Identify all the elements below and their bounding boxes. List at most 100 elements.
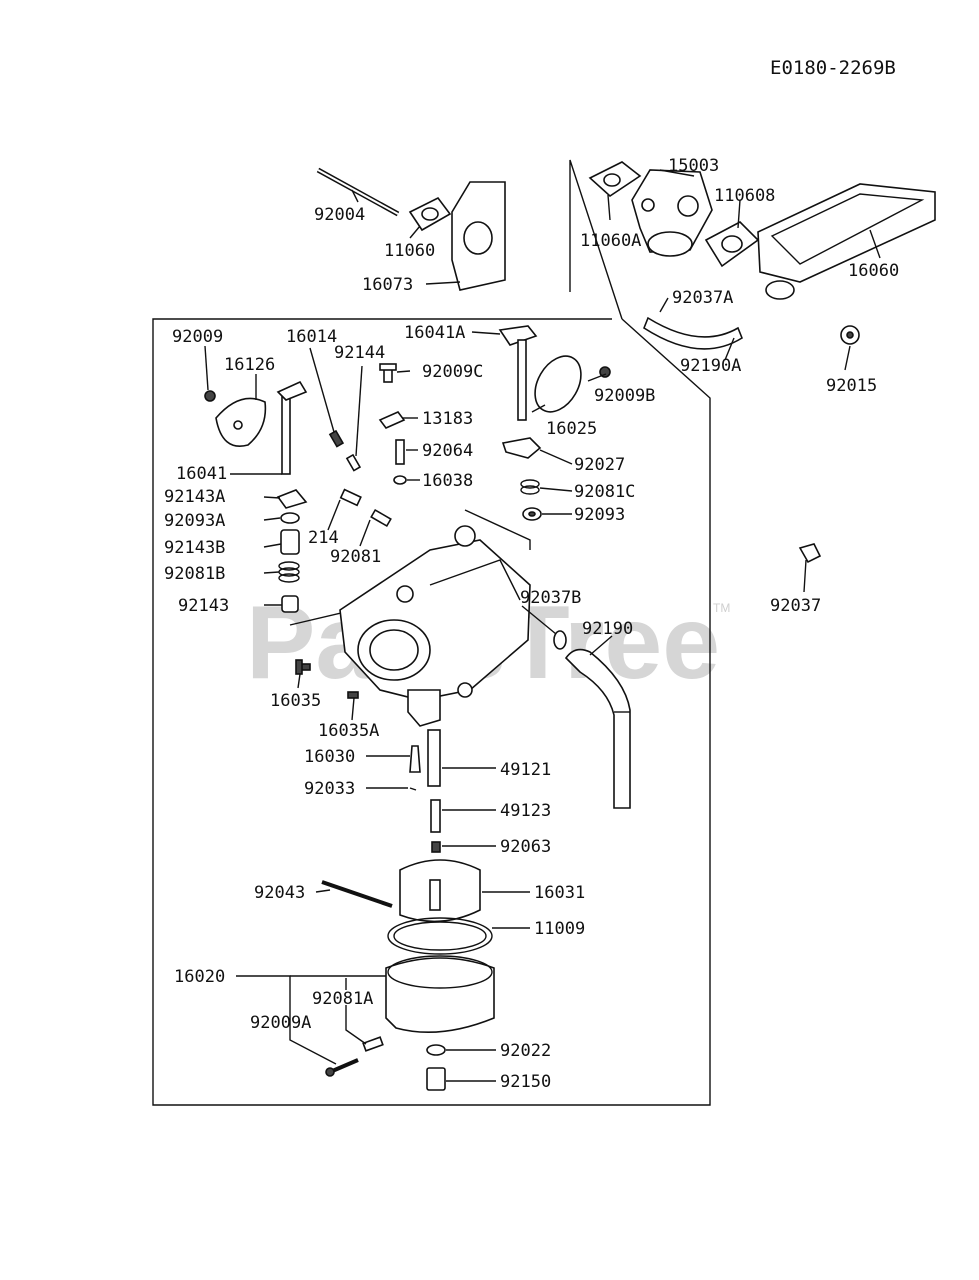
label-92063: 92063 bbox=[500, 837, 551, 857]
label-11009: 11009 bbox=[534, 919, 585, 939]
label-16038: 16038 bbox=[422, 471, 473, 491]
screw-16014 bbox=[328, 429, 345, 448]
main-jet-49123 bbox=[430, 799, 441, 833]
carburetor-body bbox=[339, 525, 531, 727]
screw-214 bbox=[339, 488, 362, 507]
watermark-trademark: TM bbox=[713, 601, 730, 615]
float-bowl-16020 bbox=[385, 955, 495, 1034]
label-16041A: 16041A bbox=[404, 323, 465, 343]
label-49123: 49123 bbox=[500, 801, 551, 821]
hose-92190 bbox=[564, 648, 631, 809]
pin-92043 bbox=[321, 880, 393, 908]
label-16030: 16030 bbox=[304, 747, 355, 767]
spring-92081B bbox=[278, 561, 300, 583]
label-92150: 92150 bbox=[500, 1072, 551, 1092]
jet-92063 bbox=[431, 841, 441, 853]
plug-92037B bbox=[553, 630, 567, 650]
emulsion-tube-49121 bbox=[427, 729, 441, 787]
lever-92027 bbox=[501, 437, 542, 459]
pin-92033 bbox=[409, 787, 417, 791]
lever-13183 bbox=[378, 411, 406, 429]
label-92027: 92027 bbox=[574, 455, 625, 475]
screw-92009B bbox=[599, 366, 611, 378]
o-ring-16038 bbox=[393, 475, 407, 485]
label-16025: 16025 bbox=[546, 419, 597, 439]
washer-92093 bbox=[522, 507, 542, 521]
jet-16030 bbox=[409, 745, 421, 773]
label-92143A: 92143A bbox=[164, 487, 225, 507]
label-92037B: 92037B bbox=[520, 588, 581, 608]
screw-16035 bbox=[295, 659, 311, 675]
label-92081B: 92081B bbox=[164, 564, 225, 584]
choke-group-outline bbox=[464, 509, 531, 550]
screw-92009C bbox=[379, 363, 397, 383]
choke-shaft-16041A bbox=[498, 325, 538, 421]
bolt-92150 bbox=[426, 1067, 446, 1091]
float-16031 bbox=[399, 859, 481, 923]
stud-bolt bbox=[316, 167, 400, 217]
label-92015: 92015 bbox=[826, 376, 877, 396]
label-11060A: 11060A bbox=[580, 231, 641, 251]
label-92037A: 92037A bbox=[672, 288, 733, 308]
label-92009B: 92009B bbox=[594, 386, 655, 406]
label-92093A: 92093A bbox=[164, 511, 225, 531]
label-92081: 92081 bbox=[330, 547, 381, 567]
label-92064: 92064 bbox=[422, 441, 473, 461]
label-92009C: 92009C bbox=[422, 362, 483, 382]
o-ring-11009 bbox=[387, 917, 493, 955]
spring-92081A bbox=[362, 1036, 384, 1052]
collar-92143 bbox=[281, 595, 299, 613]
label-16073: 16073 bbox=[362, 275, 413, 295]
label-92144: 92144 bbox=[334, 343, 385, 363]
label-92004: 92004 bbox=[314, 205, 365, 225]
label-214: 214 bbox=[308, 528, 339, 548]
label-15003: 15003 bbox=[668, 156, 719, 176]
label-92093: 92093 bbox=[574, 505, 625, 525]
spring-92081 bbox=[370, 508, 392, 528]
gasket-11060 bbox=[408, 196, 452, 232]
throttle-shaft-16041 bbox=[276, 380, 308, 475]
hose-92037A bbox=[643, 316, 743, 350]
choke-valve-16025 bbox=[534, 355, 582, 413]
upper-callout bbox=[569, 159, 623, 320]
label-92009: 92009 bbox=[172, 327, 223, 347]
carburetor-assembly-15003 bbox=[631, 169, 713, 257]
label-92022: 92022 bbox=[500, 1041, 551, 1061]
label-92081C: 92081C bbox=[574, 482, 635, 502]
label-16060: 16060 bbox=[848, 261, 899, 281]
label-16014: 16014 bbox=[286, 327, 337, 347]
label-92190A: 92190A bbox=[680, 356, 741, 376]
label-11060: 11060 bbox=[384, 241, 435, 261]
label-92043: 92043 bbox=[254, 883, 305, 903]
insulator-16073 bbox=[451, 181, 506, 291]
label-92033: 92033 bbox=[304, 779, 355, 799]
label-110608: 110608 bbox=[714, 186, 775, 206]
spring-92081C bbox=[520, 479, 540, 495]
label-92190: 92190 bbox=[582, 619, 633, 639]
gasket-92022 bbox=[426, 1044, 446, 1056]
leader-lines bbox=[204, 169, 881, 1082]
label-13183: 13183 bbox=[422, 409, 473, 429]
air-cleaner-housing-16060 bbox=[757, 183, 936, 300]
cover-92143A bbox=[276, 489, 308, 509]
label-92009A: 92009A bbox=[250, 1013, 311, 1033]
screw-16035A bbox=[347, 691, 359, 699]
label-16020: 16020 bbox=[174, 967, 225, 987]
throttle-valve-16126 bbox=[215, 397, 267, 447]
nut-92015 bbox=[840, 325, 860, 345]
gasket-110608 bbox=[704, 221, 760, 268]
washer-92093A bbox=[280, 512, 300, 524]
label-49121: 49121 bbox=[500, 760, 551, 780]
label-16035A: 16035A bbox=[318, 721, 379, 741]
label-16035: 16035 bbox=[270, 691, 321, 711]
diagram-code: E0180-2269B bbox=[770, 57, 896, 79]
label-16126: 16126 bbox=[224, 355, 275, 375]
label-92143B: 92143B bbox=[164, 538, 225, 558]
plug-92037 bbox=[798, 543, 822, 564]
label-16031: 16031 bbox=[534, 883, 585, 903]
main-frame bbox=[152, 318, 711, 1106]
gasket-11060A bbox=[588, 161, 642, 198]
spring-92144 bbox=[345, 453, 362, 472]
screw-92064 bbox=[395, 439, 405, 465]
